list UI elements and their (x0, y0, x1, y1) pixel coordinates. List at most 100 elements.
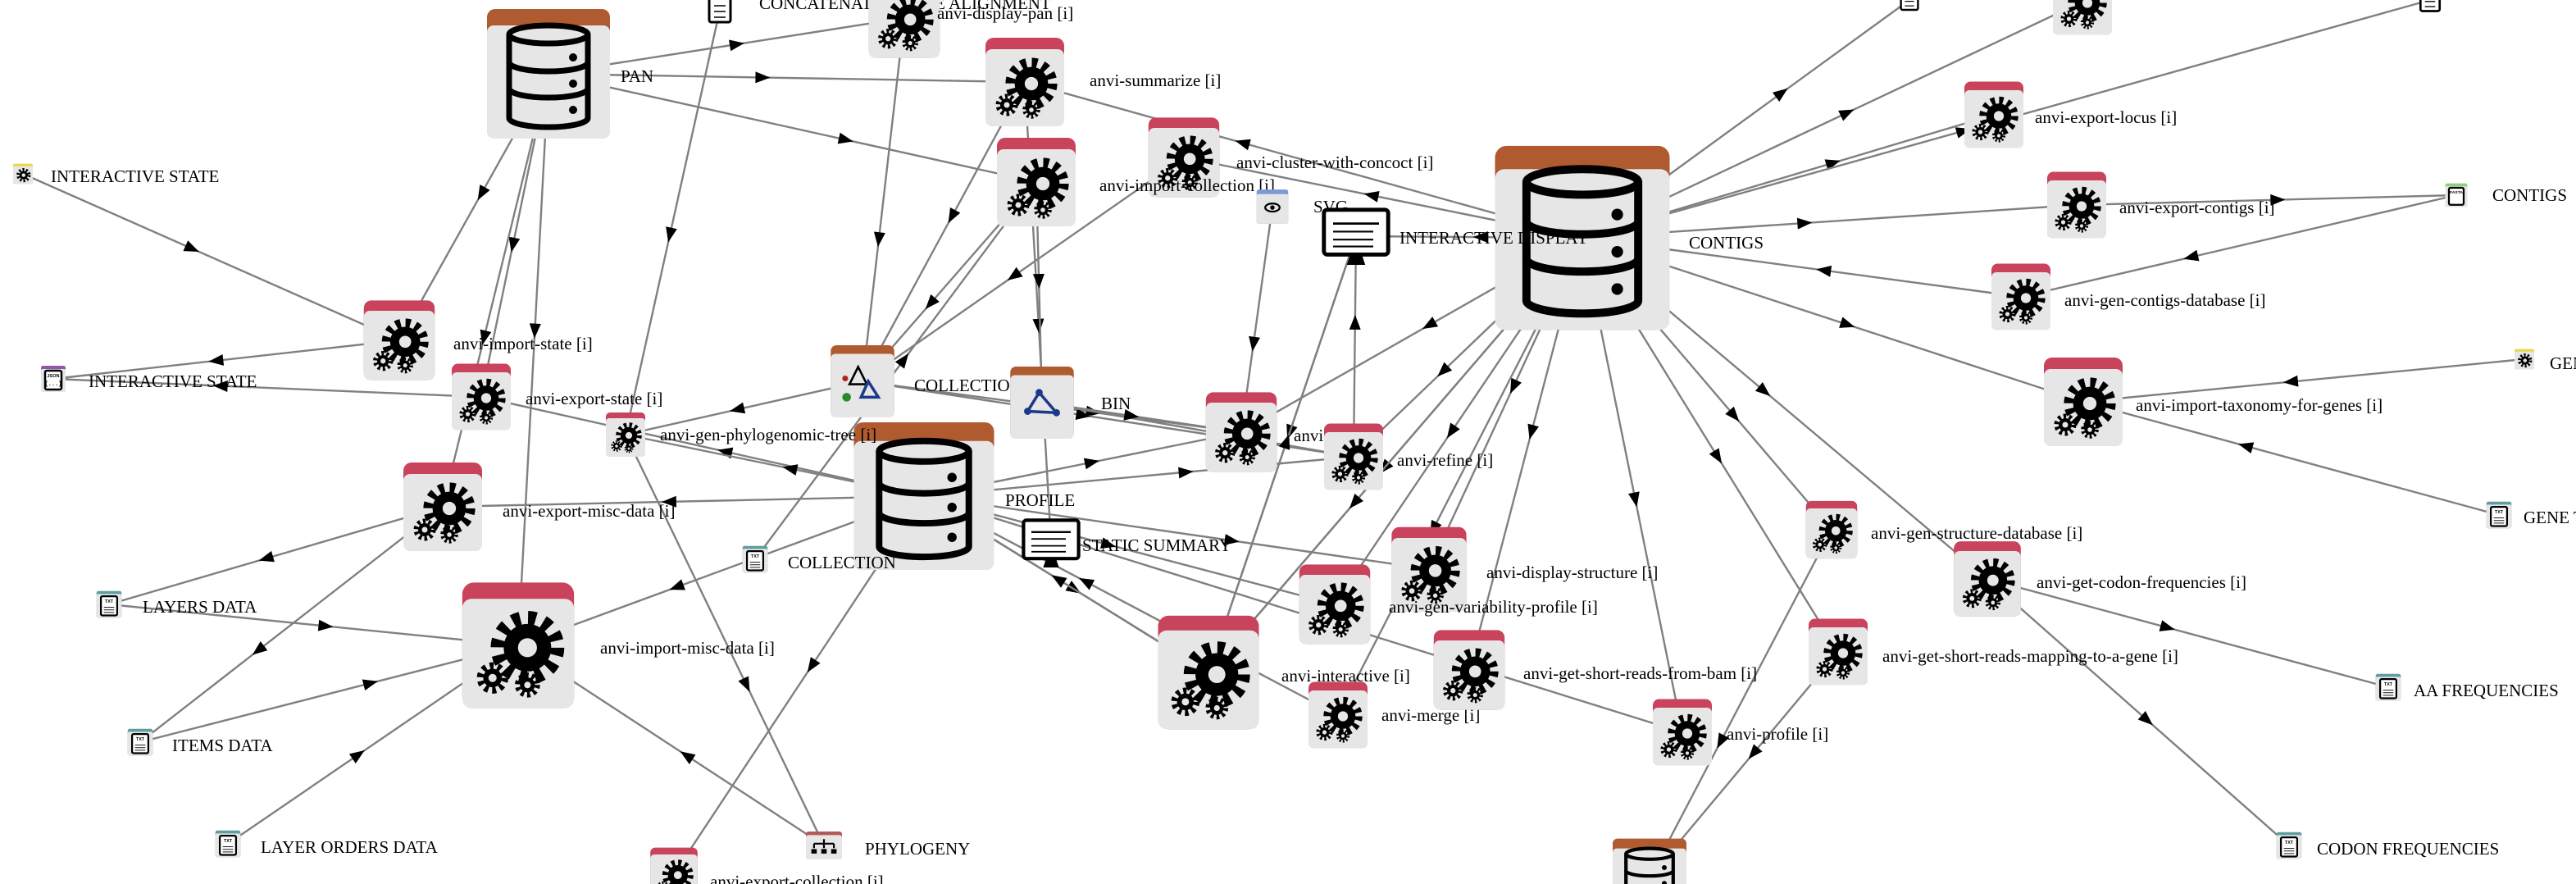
edge-arrow (480, 329, 492, 345)
edge-arrow (1725, 406, 1740, 422)
edge-pan-to-import-misc (517, 73, 550, 646)
edge-arrow (183, 240, 199, 252)
node-pan[interactable] (487, 9, 610, 139)
node-contigs-db[interactable] (1495, 145, 1670, 330)
svg-text:TXT: TXT (2384, 682, 2393, 687)
edge-arrow (807, 657, 821, 672)
node-short-reads-mapping[interactable] (1809, 618, 1868, 686)
node-label-gen-contigs-db: anvi-gen-contigs-database [i] (2064, 290, 2265, 310)
node-gen-phylo-tree[interactable] (606, 412, 645, 457)
node-label-gen-variability: anvi-gen-variability-profile [i] (1389, 597, 1598, 617)
node-refine[interactable] (1324, 423, 1383, 490)
edge-export-misc-to-layers-data (108, 505, 444, 606)
node-static-summary[interactable] (1022, 518, 1081, 567)
node-bottom-node[interactable] (1613, 838, 1686, 884)
edge-arrow (755, 71, 771, 84)
node-top-mid-right[interactable] (1900, 0, 1919, 11)
node-label-export-misc: anvi-export-misc-data [i] (503, 501, 676, 521)
node-svg[interactable] (1256, 189, 1289, 224)
node-label-short-reads-bam: anvi-get-short-reads-from-bam [i] (1523, 663, 1757, 683)
node-label-interactive-state-json: INTERACTIVE STATE (89, 371, 257, 391)
node-codon-freq-txt[interactable]: TXT (2276, 832, 2302, 859)
node-export-contigs[interactable] (2047, 171, 2106, 239)
edge-arrow (837, 132, 853, 144)
edge-summarize-to-collection-obj (861, 81, 1026, 382)
node-interactive-state-json[interactable]: JSON{...} (41, 366, 66, 392)
node-display-structure[interactable] (1391, 526, 1467, 612)
edge-arrow (317, 619, 334, 631)
node-gene-txt[interactable]: TXT (2486, 501, 2512, 529)
node-split[interactable] (1205, 392, 1277, 472)
edge-arrow (2183, 249, 2200, 262)
node-label-export-locus: anvi-export-locus [i] (2035, 107, 2177, 127)
edge-arrow (1349, 314, 1361, 330)
node-label-pan: PAN (621, 66, 653, 86)
node-codon-freq[interactable] (1954, 541, 2021, 617)
node-big-gear[interactable] (1158, 615, 1259, 730)
node-cluster-concoct[interactable] (1148, 117, 1220, 198)
node-contigs-fasta[interactable]: FASTA (2445, 183, 2468, 207)
node-layers-data[interactable]: TXT (96, 590, 122, 618)
node-genes-state[interactable] (2515, 349, 2534, 370)
node-concat-aln[interactable] (708, 0, 732, 24)
node-export-misc[interactable] (403, 463, 482, 551)
node-collection-txt[interactable]: TXT (742, 545, 768, 573)
node-summarize[interactable] (985, 38, 1064, 126)
edge-interactive-to-interactive-display (1207, 235, 1358, 673)
node-label-export-state: anvi-export-state [i] (526, 389, 662, 408)
edge-arrow (1278, 434, 1290, 450)
edge-arrow (873, 231, 885, 248)
node-label-aa-freq: AA FREQUENCIES (2414, 681, 2559, 700)
node-export-state[interactable] (452, 363, 511, 431)
node-label-export-contigs: anvi-export-contigs [i] (2119, 198, 2275, 217)
edge-import-state-to-interactive-state-json (52, 339, 400, 380)
node-import-collection[interactable] (997, 138, 1076, 226)
edge-arrow (1824, 159, 1841, 171)
node-import-state[interactable] (363, 300, 435, 380)
node-gen-variability[interactable] (1299, 564, 1371, 645)
node-phylogeny[interactable] (806, 831, 842, 860)
edge-arrow (1816, 265, 1832, 277)
edge-arrow (2159, 620, 2175, 631)
edge-arrow (1123, 408, 1140, 421)
node-label-codon-freq-txt: CODON FREQUENCIES (2317, 839, 2499, 859)
node-collection-obj[interactable] (831, 345, 894, 417)
node-import-misc[interactable] (462, 582, 575, 709)
edge-profile-db-to-export-misc (442, 494, 925, 508)
node-export-collection[interactable] (650, 847, 698, 884)
node-label-import-misc: anvi-import-misc-data [i] (600, 638, 775, 658)
node-export-locus[interactable] (1964, 81, 2023, 148)
svg-text:TXT: TXT (136, 737, 145, 742)
edge-arrow (730, 402, 746, 414)
node-layer-orders[interactable]: TXT (215, 830, 241, 858)
node-profile-db[interactable] (853, 421, 994, 571)
edge-arrow (661, 495, 677, 508)
node-label-collection-txt: COLLECTION (788, 553, 896, 572)
node-aa-freq[interactable]: TXT (2375, 673, 2401, 701)
edge-arrow (1628, 491, 1640, 508)
node-items-data[interactable]: TXT (127, 728, 153, 756)
edge-codon-freq-to-codon-freq-txt (1987, 578, 2290, 846)
node-bin[interactable] (1010, 367, 1074, 439)
node-short-reads-bam[interactable] (1433, 630, 1505, 710)
edge-arrow (362, 679, 378, 691)
node-interactive-display[interactable] (1322, 207, 1390, 265)
node-gen-structure-db[interactable] (1805, 500, 1858, 559)
node-label-display-structure: anvi-display-structure [i] (1486, 563, 1658, 582)
node-interactive-state[interactable] (13, 163, 33, 185)
node-label-profile: anvi-profile [i] (1727, 724, 1828, 744)
node-import-taxonomy-genes[interactable] (2044, 358, 2123, 446)
svg-text:TXT: TXT (2495, 510, 2504, 515)
node-top-gear-right[interactable] (2053, 0, 2112, 35)
node-label-profile-db: PROFILE (1005, 490, 1075, 510)
node-top-doc-right[interactable] (2419, 0, 2442, 12)
edge-display-pan-to-collection-obj (861, 17, 906, 382)
svg-text:JSON: JSON (48, 374, 60, 379)
node-display-pan[interactable] (868, 0, 940, 58)
node-gen-contigs-db[interactable] (1991, 263, 2050, 330)
edge-arrow (729, 39, 744, 52)
edge-collection-obj-to-gen-phylo-tree (625, 380, 863, 436)
node-profile[interactable] (1653, 699, 1712, 766)
node-label-genes-state: GENES (2550, 353, 2576, 373)
node-merge[interactable] (1308, 681, 1368, 749)
